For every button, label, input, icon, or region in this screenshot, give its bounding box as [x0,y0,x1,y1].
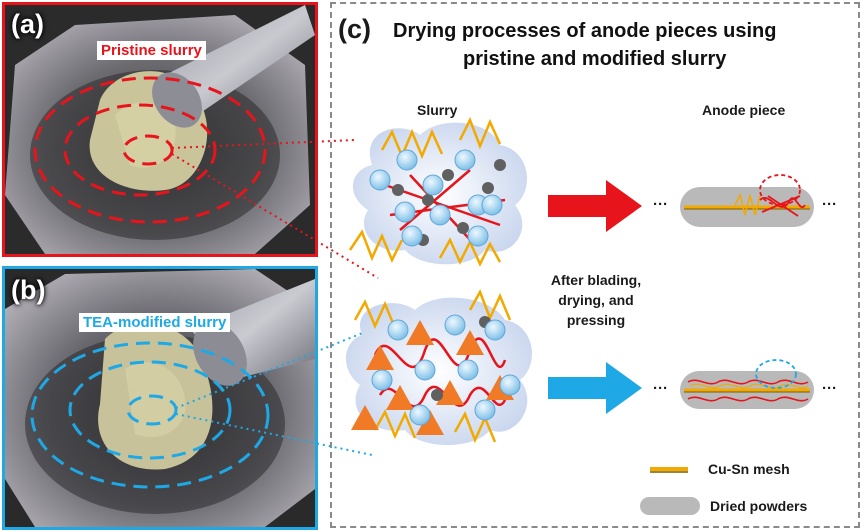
panel-c-frame [330,2,860,528]
pristine-connector-lines [171,139,379,279]
pristine-slurry-label: Pristine slurry [97,41,206,60]
process-line-2: drying, and [558,292,634,308]
panel-c-title-line2: pristine and modified slurry [463,48,727,70]
pristine-slurry-illustration [348,116,527,267]
arrow-right-icon [548,180,642,232]
ellipsis-left-bottom: ··· [653,380,668,397]
modified-connector-lines [175,329,373,456]
ellipsis-right-bottom: ··· [822,380,837,397]
tea-modified-slurry-label: TEA-modified slurry [79,313,231,332]
legend-powder-label: Dried powders [710,498,808,514]
process-line-3: pressing [566,312,626,328]
modified-slurry-illustration [345,289,532,445]
slurry-label: Slurry [417,102,458,118]
legend-mesh-symbol [650,467,688,473]
arrow-right-icon [548,362,642,414]
modified-dashed-circles [30,341,270,489]
legend-mesh-label: Cu-Sn mesh [708,461,790,477]
photo-pristine-slurry: (a) Pristine slurry [2,2,318,257]
panel-c-letter: (c) [338,14,371,44]
ellipsis-right-top: ··· [822,196,837,213]
anode-piece-pristine [680,174,814,227]
ellipsis-left-top: ··· [653,196,668,213]
panel-a-letter: (a) [11,9,44,39]
process-description: After blading, drying, and pressing [548,270,644,330]
pristine-dashed-circles [33,76,267,224]
panel-b-letter: (b) [11,275,46,305]
anode-piece-modified [680,359,814,409]
panel-c-title-line1: Drying processes of anode pieces using [393,20,777,42]
mortar-photo-a [5,5,315,254]
legend-powder-symbol [640,497,700,515]
process-line-1: After blading, [550,272,642,288]
anode-piece-label: Anode piece [702,102,786,118]
